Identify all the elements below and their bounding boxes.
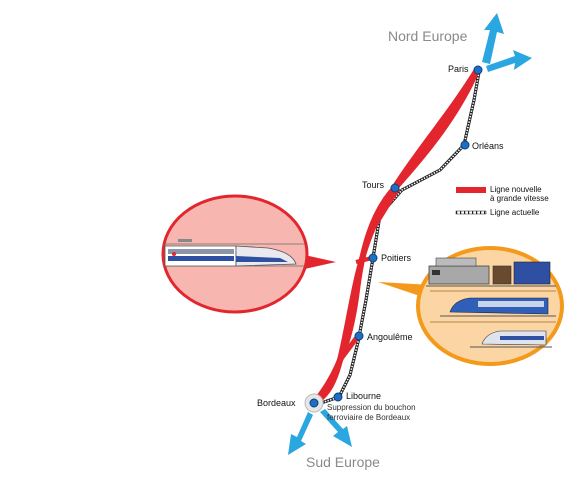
north-arrows [482,13,532,72]
legend-swatch-current-line [455,210,487,215]
station-paris [473,65,483,75]
station-tours [390,183,400,193]
tgv-train-small-icon [470,330,552,348]
station-libourne [333,392,343,402]
freight-train-icon [426,257,556,287]
south-arrows [288,409,352,455]
note-line-1: Suppression du bouchon [327,403,416,412]
legend: Ligne nouvelle à grande vitesse Ligne ac… [455,185,549,217]
tgv-train-icon [164,239,297,267]
station-label-angouleme: Angoulême [367,332,413,342]
tgv-train-right-icon [440,297,556,317]
legend-new-line-label-1: Ligne nouvelle [490,185,542,194]
stations [304,65,483,413]
station-label-bordeaux: Bordeaux [257,398,296,408]
arrow-south-left-icon [288,412,313,455]
legend-current-line-label: Ligne actuelle [490,208,540,217]
arrow-north-up-icon [482,13,504,64]
arrow-north-right-icon [486,50,532,72]
arrow-south-right-icon [320,409,352,447]
legend-swatch-new-line [456,187,486,193]
station-label-tours: Tours [362,180,385,190]
station-orleans [460,140,470,150]
tgv-bubble-left [161,194,336,314]
tgv-bubble-right [378,246,564,366]
station-angouleme [354,331,364,341]
station-label-orleans: Orléans [472,141,504,151]
legend-new-line-label-2: à grande vitesse [490,194,549,203]
station-poitiers [368,253,378,263]
region-south-label: Sud Europe [306,454,380,470]
station-label-libourne: Libourne [346,391,381,401]
note-line-2: ferroviaire de Bordeaux [327,413,410,422]
station-bordeaux [309,398,319,408]
station-label-poitiers: Poitiers [381,253,412,263]
current-line [317,71,481,406]
region-north-label: Nord Europe [388,28,468,44]
station-label-paris: Paris [448,64,469,74]
new-line [312,67,480,405]
